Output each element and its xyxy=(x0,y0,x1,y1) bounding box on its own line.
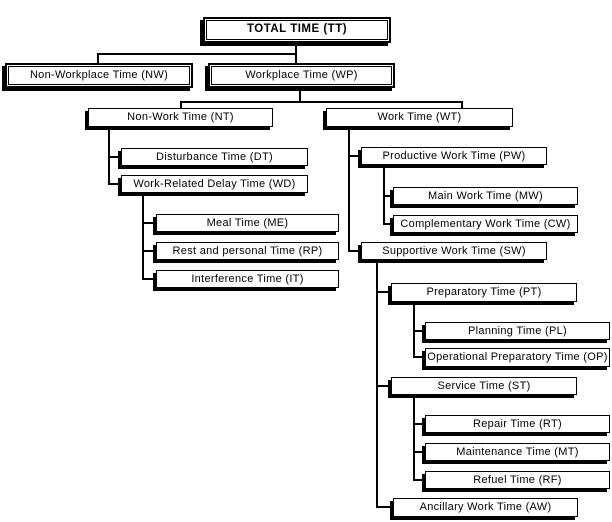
node-operational-preparatory-time: Operational Preparatory Time (OP) xyxy=(425,348,610,367)
connector-mw-stub xyxy=(383,195,393,197)
node-non-work-time: Non-Work Time (NT) xyxy=(88,108,273,127)
connector-l3-hbar xyxy=(180,101,463,103)
connector-me-stub xyxy=(142,222,156,224)
connector-nt-drop xyxy=(180,101,182,108)
node-work-time: Work Time (WT) xyxy=(326,108,513,127)
node-interference-time: Interference Time (IT) xyxy=(156,270,339,288)
node-productive-work-time: Productive Work Time (PW) xyxy=(361,147,547,165)
node-supportive-work-time: Supportive Work Time (SW) xyxy=(361,242,547,260)
connector-mt-stub xyxy=(413,451,425,453)
connector-pw-stub xyxy=(348,155,361,157)
node-work-related-delay-time: Work-Related Delay Time (WD) xyxy=(121,175,308,193)
node-workplace-time: Workplace Time (WP) xyxy=(208,63,395,88)
node-preparatory-time: Preparatory Time (PT) xyxy=(391,283,577,302)
connector-dt-stub xyxy=(108,156,121,158)
connector-l2-hbar xyxy=(97,53,297,55)
node-refuel-time: Refuel Time (RF) xyxy=(425,471,610,489)
node-non-workplace-time: Non-Workplace Time (NW) xyxy=(5,63,193,88)
connector-rt-stub xyxy=(413,423,425,425)
node-total-time: TOTAL TIME (TT) xyxy=(203,17,391,43)
node-disturbance-time: Disturbance Time (DT) xyxy=(121,148,308,166)
connector-cw-stub xyxy=(383,223,393,225)
connector-rp-stub xyxy=(142,250,156,252)
connector-rf-stub xyxy=(413,479,425,481)
connector-aw-stub xyxy=(376,506,393,508)
connector-st-vbar xyxy=(413,395,415,481)
connector-op-stub xyxy=(413,356,425,358)
connector-wt-drop xyxy=(461,101,463,110)
connector-wt-vbar xyxy=(348,127,350,252)
node-planning-time: Planning Time (PL) xyxy=(425,322,610,340)
node-repair-time: Repair Time (RT) xyxy=(425,415,610,433)
node-rest-and-personal-time: Rest and personal Time (RP) xyxy=(156,242,339,260)
node-maintenance-time: Maintenance Time (MT) xyxy=(425,443,610,461)
connector-nw-drop xyxy=(97,53,99,63)
node-main-work-time: Main Work Time (MW) xyxy=(393,187,578,205)
connector-wd-vbar xyxy=(142,193,144,280)
connector-sw-stub xyxy=(348,250,361,252)
connector-wd-stub xyxy=(108,183,121,185)
connector-st-stub xyxy=(376,385,391,387)
connector-sw-vbar xyxy=(376,260,378,508)
connector-wp-drop xyxy=(299,88,301,101)
node-complementary-work-time: Complementary Work Time (CW) xyxy=(393,215,578,233)
connector-it-stub xyxy=(142,278,156,280)
node-ancillary-work-time: Ancillary Work Time (AW) xyxy=(393,498,578,517)
connector-pl-stub xyxy=(413,330,425,332)
connector-pt-stub xyxy=(376,291,391,293)
node-service-time: Service Time (ST) xyxy=(391,377,577,395)
node-meal-time: Meal Time (ME) xyxy=(156,214,339,232)
